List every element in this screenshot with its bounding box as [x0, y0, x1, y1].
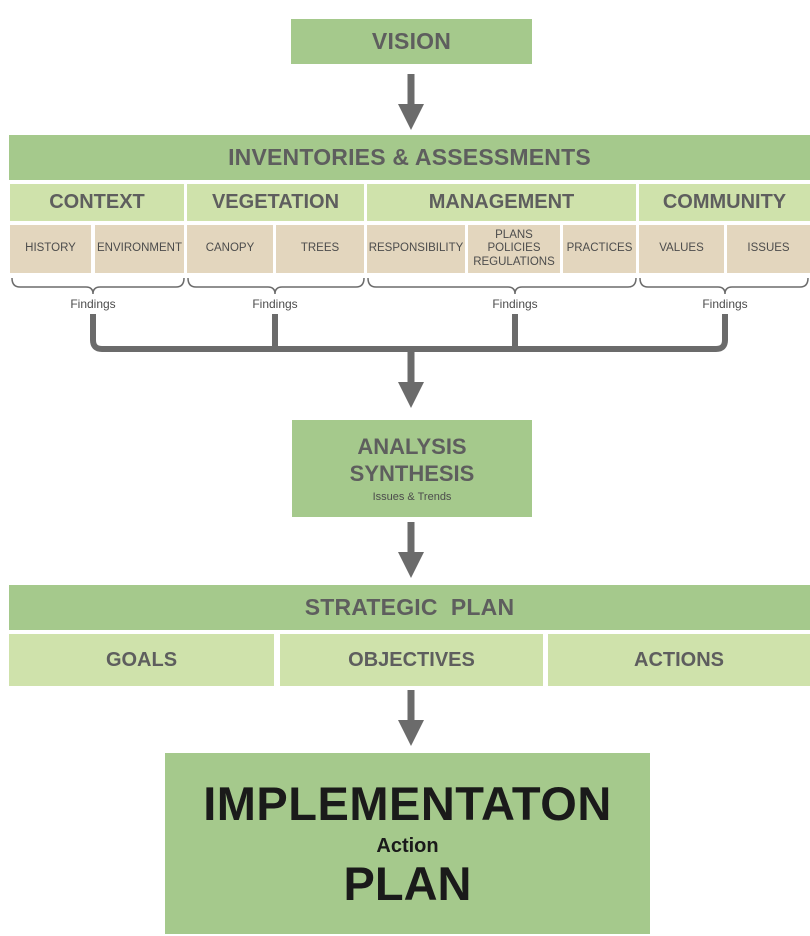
item-responsibility: RESPONSIBILITY: [367, 225, 465, 273]
item-history: HISTORY: [10, 225, 91, 273]
item-environment: ENVIRONMENT: [95, 225, 184, 273]
category-vegetation: VEGETATION: [187, 184, 364, 221]
analysis-box: ANALYSIS SYNTHESIS Issues & Trends: [292, 420, 532, 517]
actions-box: ACTIONS: [548, 634, 810, 686]
arrow-analysis-to-strategic: [398, 522, 424, 578]
item-issues: ISSUES: [727, 225, 810, 273]
findings-label-community: Findings: [702, 297, 748, 311]
synthesis-title: SYNTHESIS: [349, 460, 475, 486]
action-label: Action: [376, 835, 439, 857]
item-trees: TREES: [276, 225, 364, 273]
brace-management: [367, 277, 637, 295]
brace-vegetation: [187, 277, 365, 295]
category-context: CONTEXT: [10, 184, 184, 221]
findings-label-management: Findings: [492, 297, 538, 311]
item-plans-policies-regulations: PLANS POLICIES REGULATIONS: [468, 225, 560, 273]
brace-community: [639, 277, 809, 295]
findings-label-vegetation: Findings: [252, 297, 298, 311]
arrow-strategic-to-implementation: [398, 690, 424, 746]
item-values: VALUES: [639, 225, 724, 273]
findings-collector: [90, 314, 728, 352]
strategic-plan-header: STRATEGIC PLAN: [9, 585, 810, 630]
issues-trends-label: Issues & Trends: [372, 490, 452, 503]
brace-context: [11, 277, 185, 295]
vision-box: VISION: [291, 19, 532, 64]
implementation-box: IMPLEMENTATON Action PLAN: [165, 753, 650, 934]
plan-title: PLAN: [343, 857, 472, 910]
objectives-box: OBJECTIVES: [280, 634, 543, 686]
implementation-title: IMPLEMENTATON: [203, 777, 612, 830]
goals-box: GOALS: [9, 634, 274, 686]
category-management: MANAGEMENT: [367, 184, 636, 221]
arrow-vision-to-inventories: [398, 74, 424, 130]
category-community: COMMUNITY: [639, 184, 810, 221]
item-canopy: CANOPY: [187, 225, 273, 273]
findings-label-context: Findings: [70, 297, 116, 311]
analysis-title: ANALYSIS: [357, 434, 467, 460]
arrow-findings-to-analysis: [398, 352, 424, 408]
item-practices: PRACTICES: [563, 225, 636, 273]
inventories-header: INVENTORIES & ASSESSMENTS: [9, 135, 810, 180]
